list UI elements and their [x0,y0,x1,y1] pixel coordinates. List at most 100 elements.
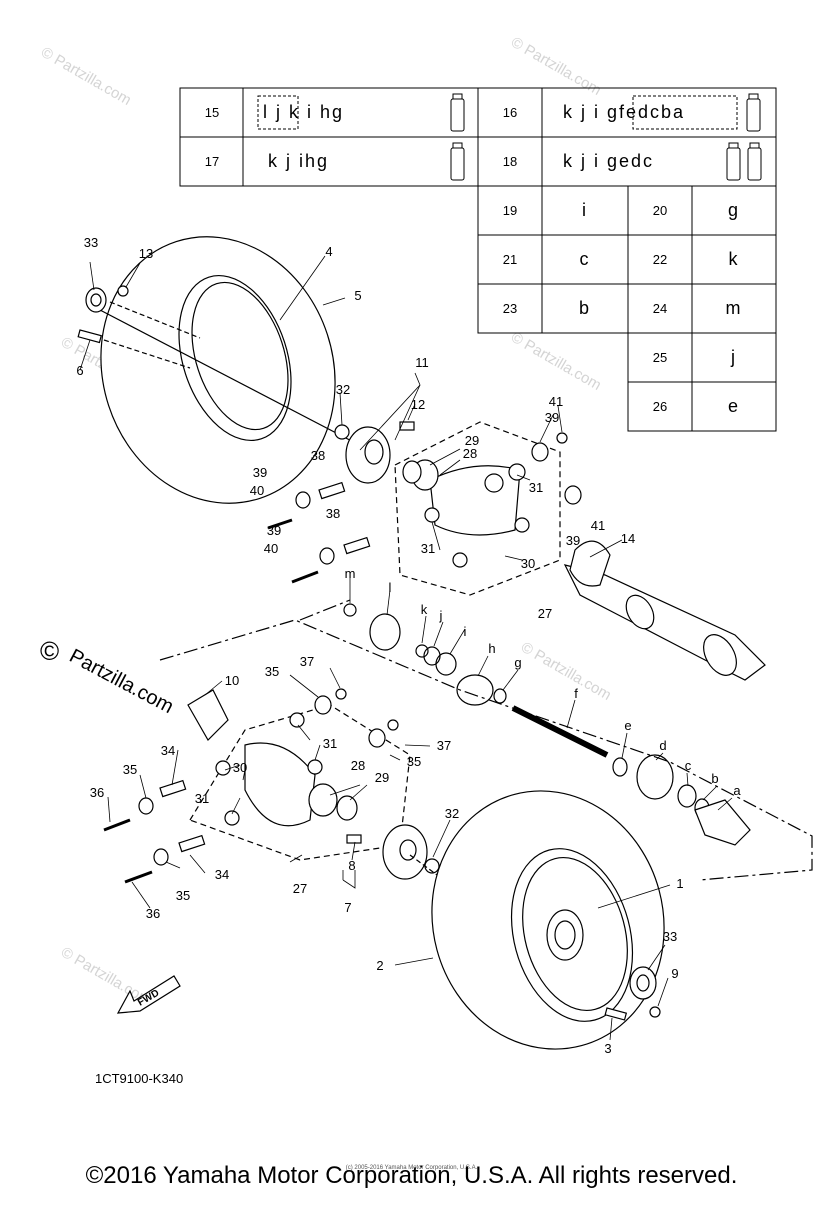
callout-label: 30 [233,760,247,775]
callout-label: 27 [538,606,552,621]
callout-label: a [733,783,741,798]
table-code: i [582,200,588,220]
table-code: k j ihg [268,151,329,171]
table-code: l j k i hg [263,102,344,122]
callout-label: 39 [253,465,267,480]
grease-tube-icon [746,93,761,132]
callout-label: 32 [445,806,459,821]
callout-label: 33 [663,929,677,944]
grease-tube-icon [747,142,762,181]
callout-label: 29 [375,770,389,785]
callout-label: 41 [591,518,605,533]
callout-label: 6 [76,363,83,378]
callout-label: 14 [621,531,635,546]
callout-label: d [659,738,666,753]
watermark-large: © Partzilla.com [40,636,177,718]
callout-label: 35 [123,762,137,777]
callout-label: 11 [415,355,429,370]
callout-label: 37 [437,738,451,753]
table-ref: 18 [503,154,517,169]
callout-label: 35 [407,754,421,769]
grease-tube-icon [450,142,465,181]
callout-label: 33 [84,235,98,250]
table-ref: 16 [503,105,517,120]
callout-label: 10 [225,673,239,688]
callout-label: l [389,580,392,595]
callout-label: c [685,758,692,773]
table-code: e [728,396,740,416]
callout-label: 36 [146,906,160,921]
callout-label: 31 [529,480,543,495]
callout-label: 35 [265,664,279,679]
callout-label: 8 [348,858,355,873]
callout-label: k [421,602,428,617]
grease-tube-icon [450,93,465,132]
callout-label: 40 [250,483,264,498]
fwd-arrow-icon [116,975,181,1014]
callout-label: 3 [604,1041,611,1056]
callout-label: 34 [161,743,175,758]
callout-label: 38 [326,506,340,521]
callout-label: 12 [411,397,425,412]
table-ref: 24 [653,301,667,316]
rear-wheel-drawing [77,236,813,1050]
table-ref: 23 [503,301,517,316]
table-code: g [728,200,740,220]
copyright-footer: ©2016 Yamaha Motor Corporation, U.S.A. A… [85,1162,738,1189]
table-code: c [580,249,591,269]
table-ref: 17 [205,154,219,169]
callout-label: 39 [545,410,559,425]
watermark-symbol: © [40,636,59,666]
callout-label: 4 [325,244,332,259]
grease-tube-icon [726,142,741,181]
callout-label: 5 [354,288,361,303]
callout-label: 28 [351,758,365,773]
callout-label: 39 [267,523,281,538]
callout-label: 28 [463,446,477,461]
table-code: k j i gfedcba [563,102,685,122]
callouts: 1 2 3 4 5 6 7 8 9 10 11 12 13 14 27 27 2… [76,235,741,1056]
callout-label: 9 [671,966,678,981]
table-code: m [726,298,743,318]
table-code: k [729,249,740,269]
callout-label: 32 [336,382,350,397]
callout-label: 31 [195,791,209,806]
callout-label: 35 [176,888,190,903]
callout-label: h [488,641,495,656]
callout-label: 29 [465,433,479,448]
callout-label: 39 [566,533,580,548]
watermark-text: Partzilla.com [66,645,177,718]
callout-label: 36 [90,785,104,800]
callout-label: 2 [376,958,383,973]
watermark: © Partzilla.com [38,44,134,109]
table-ref: 22 [653,252,667,267]
callout-label: g [514,655,521,670]
callout-label: i [464,624,467,639]
diagram-code: 1CT9100-K340 [95,1071,183,1086]
callout-label: 1 [676,876,683,891]
table-ref: 21 [503,252,517,267]
table-ref: 20 [653,203,667,218]
parts-table [179,87,777,432]
table-ref: 26 [653,399,667,414]
callout-label: j [439,608,443,623]
grease-icons [450,93,762,181]
table-text: 15 l j k i hg 16 k j i gfedcba 17 k j ih… [205,102,743,416]
callout-label: 34 [215,867,229,882]
callout-label: 31 [421,541,435,556]
callout-label: e [624,718,631,733]
table-code: k j i gedc [563,151,654,171]
table-ref: 19 [503,203,517,218]
watermark: © Partzilla.com [508,34,604,99]
small-copyright: (c) 2005-2016 Yamaha Motor Corporation, … [345,1165,478,1171]
table-ref: 15 [205,105,219,120]
callout-label: 13 [139,246,153,261]
callout-label: 27 [293,881,307,896]
callout-label: 31 [323,736,337,751]
callout-label: 30 [521,556,535,571]
callout-label: 40 [264,541,278,556]
table-code: j [730,347,737,367]
callout-label: 7 [344,900,351,915]
callout-label: 41 [549,394,563,409]
